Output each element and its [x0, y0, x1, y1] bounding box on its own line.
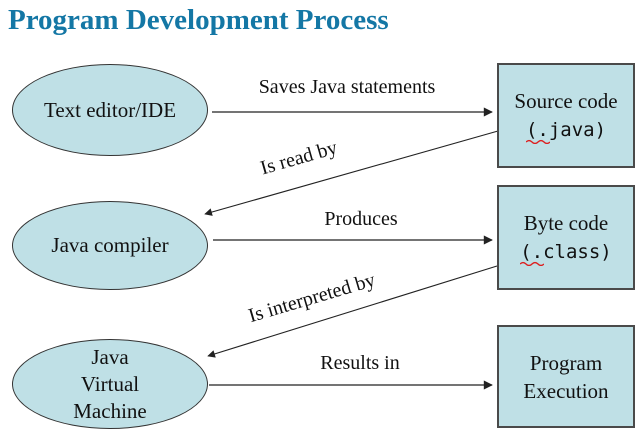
- edge-label-saves-java-statements: Saves Java statements: [258, 76, 436, 98]
- page-title: Program Development Process: [8, 4, 389, 36]
- node-java-compiler-label: Java compiler: [51, 233, 169, 257]
- node-text-editor-ide-label: Text editor/IDE: [43, 97, 177, 122]
- node-byte-code-title: Byte code: [523, 211, 609, 235]
- edge-label-results-in: Results in: [320, 352, 400, 374]
- node-java-virtual-machine: Java Virtual Machine: [12, 339, 208, 429]
- node-source-code-title: Source code: [514, 89, 618, 113]
- node-byte-code-extension: (.class): [519, 238, 612, 266]
- edge-label-produces: Produces: [324, 208, 398, 230]
- byte-code-extension-text: (.class): [520, 241, 612, 263]
- arrow-is-interpreted-by: [207, 265, 498, 358]
- node-source-code-extension: (.java): [526, 116, 606, 144]
- node-text-editor-ide: Text editor/IDE: [12, 64, 208, 156]
- node-java-virtual-machine-label: Java Virtual Machine: [73, 344, 147, 423]
- node-program-execution: Program Execution: [497, 325, 635, 428]
- node-java-compiler: Java compiler: [12, 201, 208, 290]
- arrow-is-read-by: [204, 130, 499, 216]
- node-program-execution-label: Program Execution: [523, 350, 609, 403]
- node-source-code: Source code (.java): [497, 63, 635, 168]
- source-code-extension-text: (.java): [525, 119, 607, 141]
- node-byte-code: Byte code (.class): [497, 185, 635, 290]
